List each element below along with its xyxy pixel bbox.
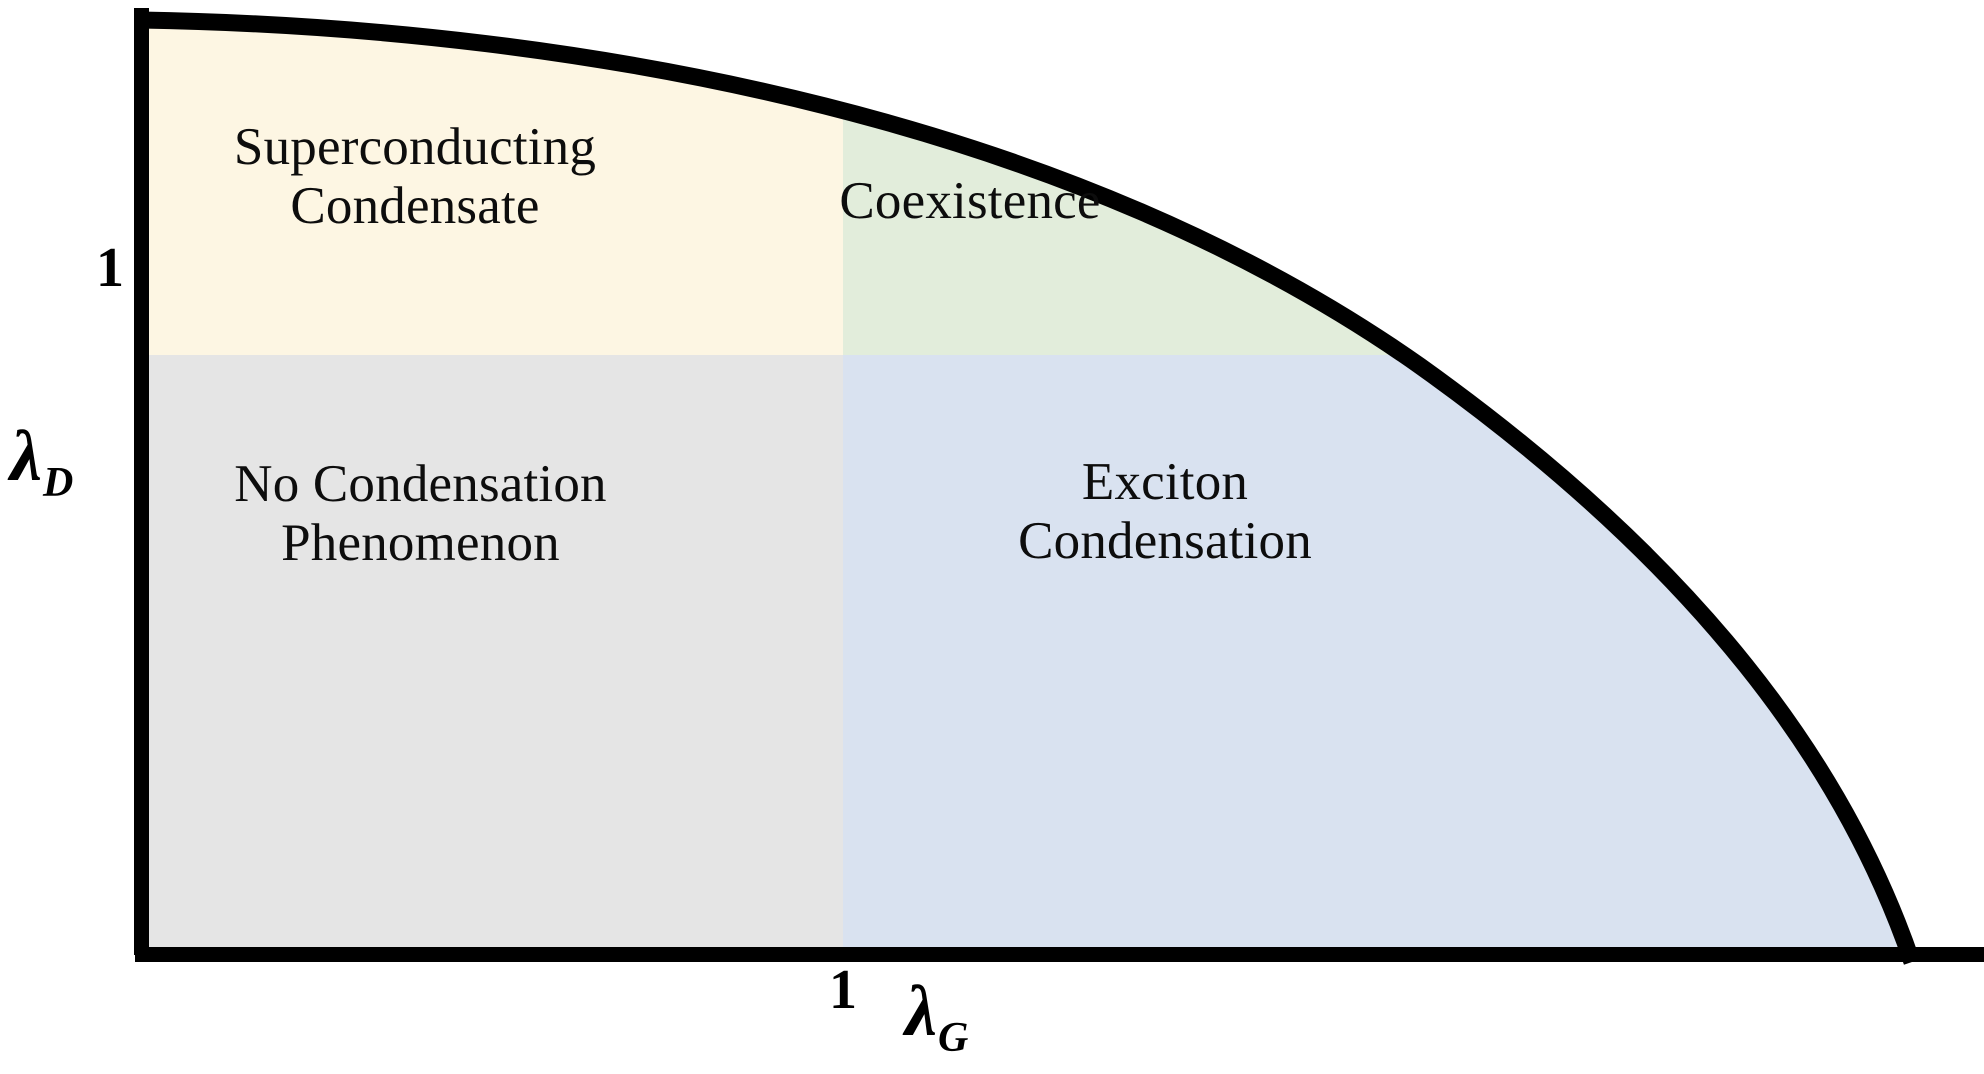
y-axis-title-subscript: D (42, 460, 74, 507)
region-coexistence (843, 14, 1912, 355)
x-axis-title-symbol: λ (905, 971, 937, 1051)
region-superconducting-condensate (143, 14, 843, 355)
x-axis-title-subscript: G (937, 1015, 969, 1062)
y-axis-title-symbol: λ (10, 416, 42, 496)
x-axis-title: λG (905, 975, 968, 1059)
region-exciton-condensation (843, 355, 1912, 955)
region-fills (143, 14, 1912, 955)
x-axis-tick-label-1: 1 (829, 959, 857, 1021)
region-no-condensation-phenomenon (143, 355, 843, 955)
y-axis-tick-label-1: 1 (96, 237, 124, 299)
phase-boundary-curve (140, 11, 1921, 965)
y-axis-title: λD (10, 420, 73, 504)
